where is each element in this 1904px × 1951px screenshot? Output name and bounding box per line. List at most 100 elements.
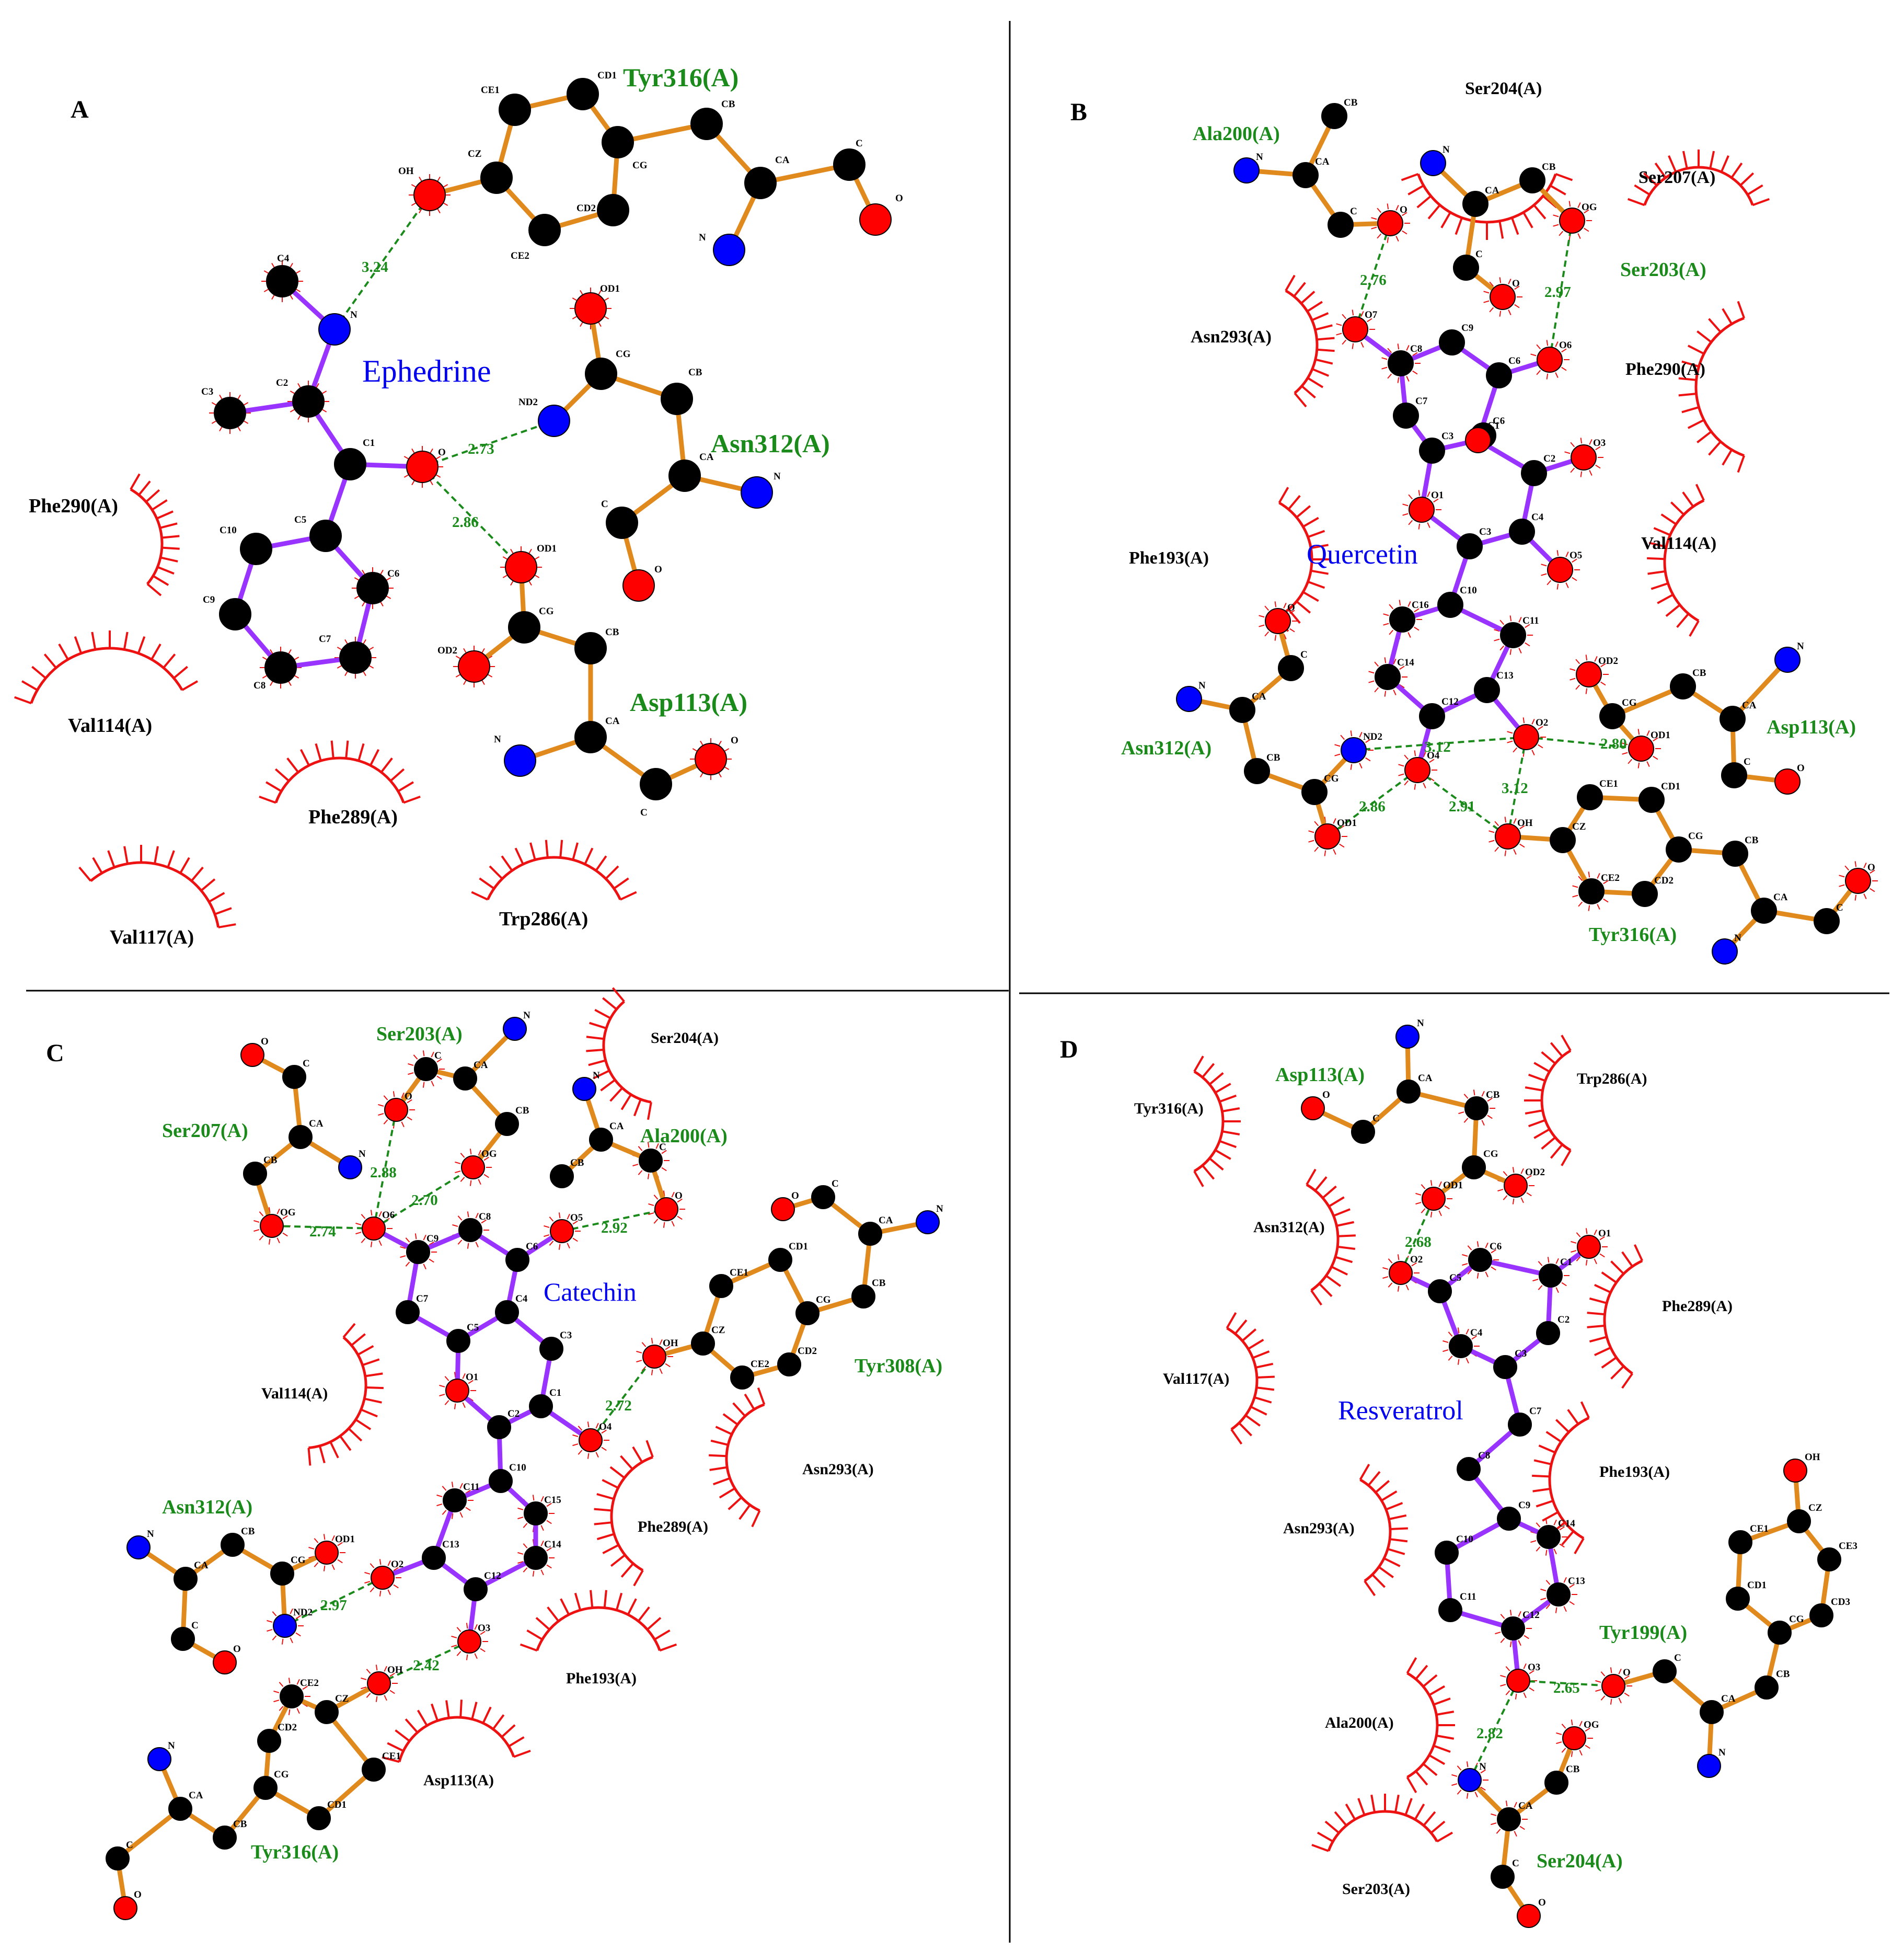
contact-spike [480, 1631, 486, 1635]
atom-label: CD1 [1747, 1580, 1767, 1591]
atom-label: CE1 [1599, 778, 1618, 789]
hydrophobic-arc-spike [572, 842, 579, 860]
contact-spike [1600, 1671, 1606, 1677]
atom-label: C4 [277, 253, 290, 264]
hydrophobic-arc-spike [586, 1036, 604, 1040]
contact-spike [1577, 233, 1581, 239]
hydrophobic-arc-spike [1324, 1820, 1340, 1834]
nitrogen-atom [1458, 1768, 1482, 1792]
hydrophobic-arc-spike [1436, 1734, 1455, 1740]
hbond-distance: 2.73 [468, 441, 494, 457]
hydrophobic-arc-spike [1697, 330, 1712, 343]
contact-spike [407, 1116, 412, 1121]
contact-spike [1333, 849, 1336, 855]
atom-label: C8 [479, 1211, 491, 1222]
hbond-distance: 2.70 [411, 1192, 438, 1209]
residue-bond [324, 1709, 376, 1772]
contact-spike [451, 1635, 457, 1638]
atom-label: CB [263, 1155, 278, 1166]
contact-spike [1430, 1211, 1433, 1218]
contact-spike [1600, 1695, 1606, 1701]
hydrophobic-arc-spike [1317, 1831, 1334, 1843]
atom-label: C [1744, 756, 1751, 767]
contact-spike [1314, 821, 1319, 827]
contact-spike [323, 1565, 326, 1571]
contact-spike [638, 1170, 643, 1175]
carbon-atom [1700, 1700, 1724, 1724]
contact-spike [671, 1191, 675, 1198]
atom-label: C2 [507, 1408, 520, 1419]
contact-spike [1555, 341, 1559, 347]
contact-spike [1438, 1210, 1442, 1216]
atom-label: N [593, 1070, 600, 1081]
nitrogen-atom [916, 1210, 940, 1234]
hydrophobic-arc [398, 1716, 515, 1762]
contact-spike [1572, 577, 1577, 581]
hbond-distance: 2.91 [1449, 798, 1475, 815]
contact-spike [663, 1222, 665, 1228]
carbon-atom [219, 598, 251, 630]
oxygen-atom [1404, 757, 1430, 783]
atom-label: C1 [549, 1387, 561, 1398]
carbon-atom [524, 1501, 548, 1525]
contact-spike [1494, 846, 1499, 852]
carbon-atom [1544, 1771, 1568, 1795]
hydrophobic-arc-spike [1381, 1490, 1398, 1502]
contact-spike [1503, 1171, 1508, 1176]
carbon-atom [1328, 212, 1354, 238]
hydrophobic-arc-spike [1528, 1119, 1546, 1128]
atom-label: CD1 [327, 1799, 347, 1810]
contact-spike [1541, 573, 1547, 576]
atom-label: CA [1721, 1693, 1736, 1704]
carbon-atom [1278, 655, 1304, 681]
hydrophobic-arc-spike [1215, 1149, 1231, 1160]
hydrophobic-arc-spike [1533, 204, 1547, 220]
contact-spike [1412, 352, 1418, 357]
atom-label: C13 [1496, 670, 1514, 681]
nitrogen-atom [338, 1155, 362, 1179]
hydrophobic-arc-spike [365, 1372, 383, 1378]
contact-spike [546, 1502, 552, 1507]
hydrophobic-arc-spike [299, 749, 310, 766]
oxygen-atom [1601, 1674, 1625, 1698]
atom-label: CG [1483, 1149, 1498, 1160]
carbon-atom [356, 572, 389, 604]
carbon-atom [446, 1329, 470, 1353]
contact-spike [540, 1540, 544, 1546]
contact-spike [451, 1482, 454, 1488]
hydrophobic-arc-spike [190, 866, 204, 882]
contact-spike [1599, 1236, 1605, 1241]
atom-label: CB [1344, 97, 1358, 108]
hydrogen-bond [271, 1225, 374, 1230]
hydrophobic-arc-spike [1532, 1487, 1551, 1493]
hbond-distance: 2.97 [1544, 284, 1571, 301]
contact-spike [1381, 357, 1388, 360]
contact-spike [1406, 376, 1410, 382]
oxygen-atom [1628, 736, 1654, 762]
hydrophobic-arc-spike [1555, 173, 1573, 181]
nitrogen-atom [1712, 938, 1738, 965]
contact-spike [1509, 615, 1512, 622]
contact-spike [641, 1342, 647, 1347]
contact-spike [1603, 898, 1609, 903]
contact-spike [1259, 624, 1265, 627]
carbon-atom [1787, 1509, 1811, 1533]
atom-label: C9 [426, 1233, 439, 1244]
hydrophobic-arc-spike [1430, 1820, 1446, 1834]
hydrophobic-arc-spike [1634, 184, 1651, 196]
contact-spike [1585, 655, 1588, 661]
hbond-distance: 2.86 [452, 514, 479, 531]
atom-label: O [438, 447, 446, 458]
contact-spike [1474, 1792, 1478, 1798]
hydrophobic-arc-spike [1653, 527, 1671, 536]
carbon-atom [640, 768, 672, 800]
contact-spike [361, 1214, 366, 1219]
contact-spike [279, 1682, 284, 1687]
contact-spike [1561, 348, 1567, 353]
carbon-atom [574, 721, 607, 753]
atom-label: C4 [1470, 1327, 1483, 1338]
atom-label: CZ [468, 148, 481, 159]
residue-label: Trp286(A) [1577, 1070, 1647, 1087]
contact-spike [460, 1177, 465, 1182]
carbon-atom [264, 651, 297, 684]
